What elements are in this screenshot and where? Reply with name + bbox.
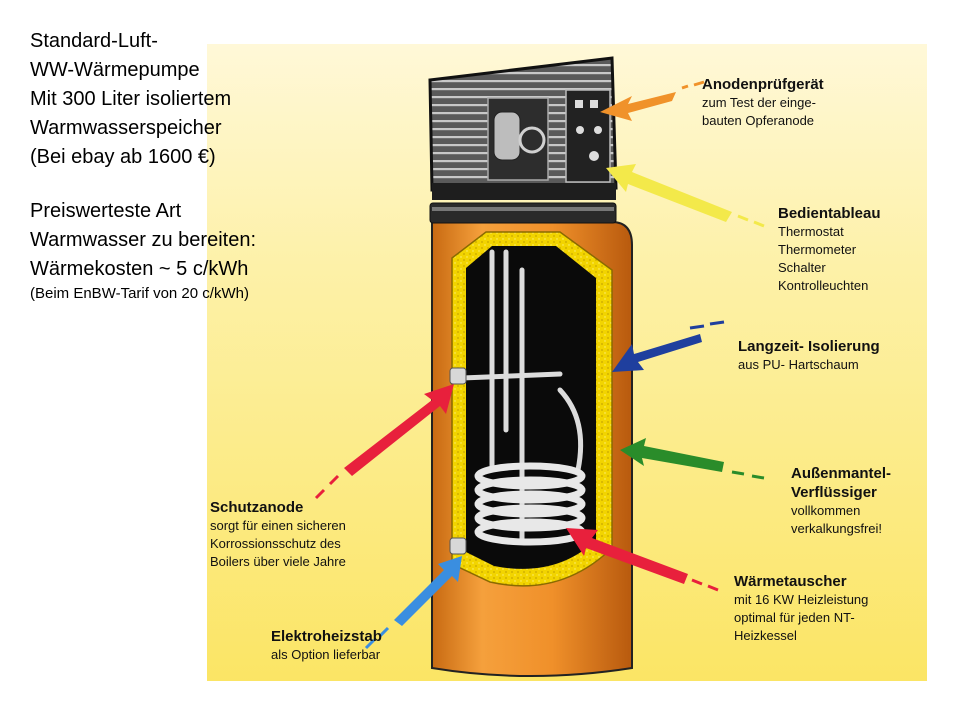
heat-pump-housing: [428, 56, 618, 200]
arrow-aussenmantel: [620, 438, 765, 480]
cost-line: Warmwasser zu bereiten:: [30, 229, 256, 251]
arrow-anodenpruefgeraet: [600, 80, 705, 121]
callout-line: sorgt für einen sicheren: [210, 518, 346, 533]
callout-isolierung: Langzeit- Isolierung aus PU- Hartschaum: [738, 337, 880, 374]
intro-line: WW-Wärmepumpe: [30, 59, 200, 81]
callout-line: als Option lieferbar: [271, 647, 381, 662]
callout-elektroheizstab: Elektroheizstab als Option lieferbar: [271, 627, 382, 664]
callout-line: Thermostat: [778, 224, 844, 239]
callout-line: Kontrolleuchten: [778, 278, 869, 293]
inner-tank: [466, 246, 596, 569]
callout-title-2: Verflüssiger: [791, 484, 877, 501]
callout-title: Außenmantel-: [791, 465, 892, 482]
callout-aussenmantel: Außenmantel- Verflüssiger vollkommen ver…: [791, 464, 891, 538]
callout-line: Schalter: [778, 260, 826, 275]
spacer: [30, 172, 256, 197]
callout-title: Anodenprüfgerät: [702, 76, 824, 93]
intro-line: Mit 300 Liter isoliertem: [30, 88, 232, 110]
cost-line: Preiswerteste Art: [30, 200, 182, 222]
callout-title: Wärmetauscher: [734, 573, 847, 590]
cost-line: Wärmekosten ~ 5 c/kWh: [30, 258, 249, 280]
callout-line: Boilers über viele Jahre: [210, 554, 346, 569]
callout-bedientableau: Bedientableau Thermostat Thermometer Sch…: [778, 204, 881, 295]
callout-anodenpruefgeraet: Anodenprüfgerät zum Test der einge- baut…: [702, 75, 824, 130]
arrow-isolierung: [612, 320, 725, 372]
callout-line: Thermometer: [778, 242, 857, 257]
arrow-elektroheizstab: [364, 556, 462, 650]
heat-exchanger-coil: [474, 462, 586, 546]
arrow-schutzanode: [314, 384, 454, 500]
intro-line: Warmwasserspeicher: [30, 117, 222, 139]
callout-line: verkalkungsfrei!: [791, 521, 883, 536]
fittings: [449, 367, 467, 555]
callout-line: vollkommen: [791, 503, 861, 518]
callout-line: aus PU- Hartschaum: [738, 357, 859, 372]
callout-line: optimal für jeden NT-: [734, 610, 855, 625]
callout-line: mit 16 KW Heizleistung: [734, 592, 869, 607]
callout-line: Korrossionsschutz des: [210, 536, 341, 551]
callout-line: Heizkessel: [734, 628, 797, 643]
callout-waermetauscher: Wärmetauscher mit 16 KW Heizleistung opt…: [734, 572, 868, 645]
arrow-waermetauscher: [566, 528, 719, 592]
callout-title: Bedientableau: [778, 205, 881, 222]
callout-schutzanode: Schutzanode sorgt für einen sicheren Kor…: [210, 498, 346, 571]
tariff-note: (Beim EnBW-Tarif von 20 c/kWh): [30, 285, 249, 302]
arrow-bedientableau: [606, 164, 765, 228]
callout-title: Elektroheizstab: [271, 628, 382, 645]
intro-line: (Bei ebay ab 1600 €): [30, 146, 216, 168]
callout-line: bauten Opferanode: [702, 113, 815, 128]
callout-title: Schutzanode: [210, 499, 304, 516]
intro-text: Standard-Luft- WW-Wärmepumpe Mit 300 Lit…: [30, 27, 256, 304]
callout-line: zum Test der einge-: [702, 95, 816, 110]
intro-line: Standard-Luft-: [30, 30, 158, 52]
callout-title: Langzeit- Isolierung: [738, 338, 880, 355]
